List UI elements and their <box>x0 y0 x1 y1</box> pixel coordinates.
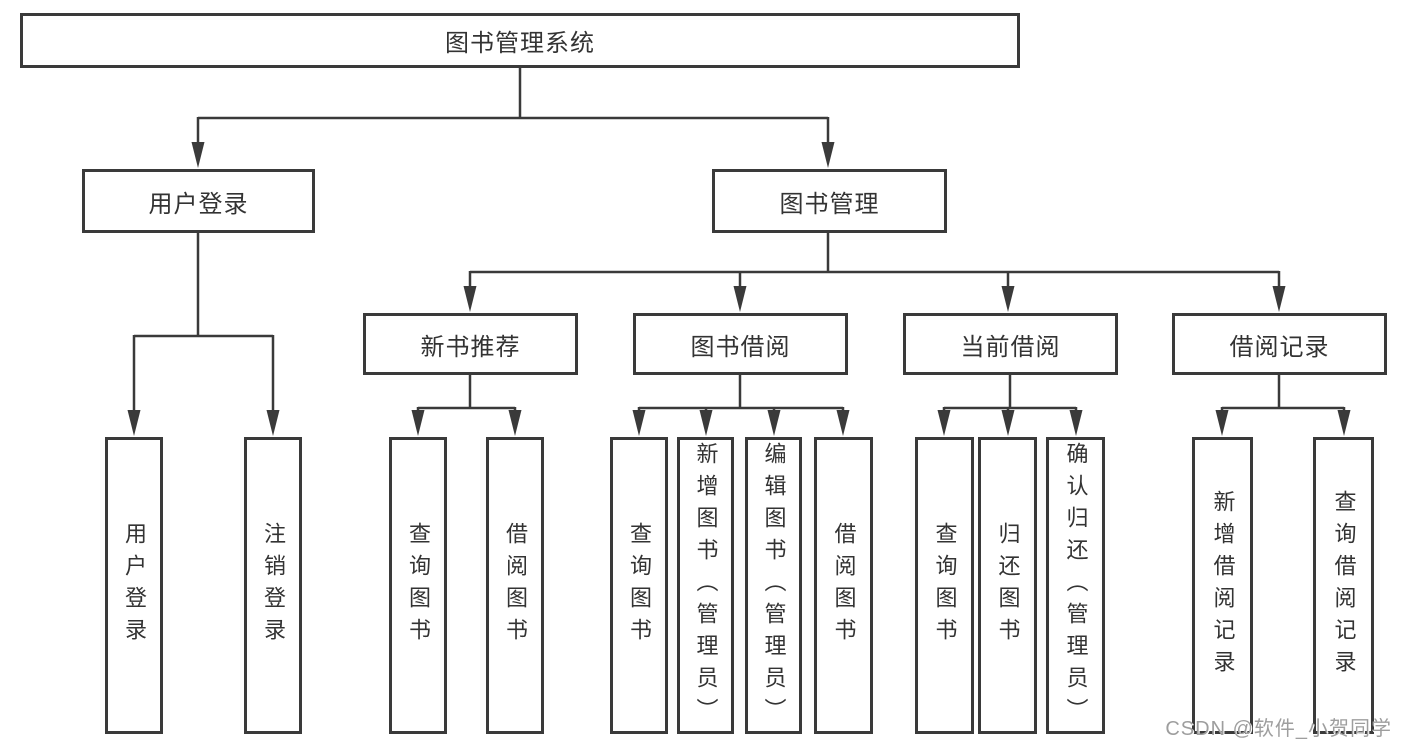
arrowhead-icon <box>733 286 747 312</box>
node-label: 编辑图书（管理员） <box>761 441 787 730</box>
node-return-book: 归还图书 <box>978 437 1037 734</box>
arrowhead-icon <box>508 410 522 436</box>
node-logout-action: 注销登录 <box>244 437 302 734</box>
arrowhead-icon <box>821 142 835 168</box>
arrowhead-icon <box>1215 410 1229 436</box>
arrowhead-icon <box>411 410 425 436</box>
node-label: 查询借阅记录 <box>1331 489 1357 682</box>
edge-root-to-level2 <box>196 68 830 152</box>
arrowhead-icon <box>632 410 646 436</box>
node-user-login: 用户登录 <box>82 169 315 233</box>
arrowhead-icon <box>1337 410 1351 436</box>
node-query-book-rec: 查询图书 <box>389 437 447 734</box>
arrowhead-icon <box>1001 286 1015 312</box>
arrowhead-icon <box>699 410 713 436</box>
node-query-book-borrow: 查询图书 <box>610 437 668 734</box>
node-confirm-return-admin: 确认归还（管理员） <box>1046 437 1105 734</box>
node-query-borrow-record: 查询借阅记录 <box>1313 437 1374 734</box>
arrowhead-icon <box>767 410 781 436</box>
edge-user-login-to-children <box>132 233 275 420</box>
node-borrow-book-rec: 借阅图书 <box>486 437 544 734</box>
node-label: 借阅图书 <box>503 521 528 650</box>
csdn-watermark: CSDN @软件_小贺同学 <box>1165 718 1392 740</box>
node-borrow-book-action: 借阅图书 <box>814 437 873 734</box>
node-user-login-action: 用户登录 <box>105 437 163 734</box>
node-label: 归还图书 <box>995 521 1021 650</box>
arrowhead-icon <box>127 410 141 436</box>
node-label: 查询图书 <box>932 521 958 650</box>
node-library-system: 图书管理系统 <box>20 13 1020 68</box>
arrowhead-icon <box>836 410 850 436</box>
edge-new-book-rec-to-children <box>416 375 517 420</box>
node-book-management: 图书管理 <box>712 169 947 233</box>
node-book-borrowing: 图书借阅 <box>633 313 848 375</box>
node-edit-book-admin: 编辑图书（管理员） <box>745 437 802 734</box>
node-label: 注销登录 <box>261 521 286 650</box>
arrowhead-icon <box>937 410 951 436</box>
node-label: 查询图书 <box>627 521 652 650</box>
arrowhead-icon <box>266 410 280 436</box>
arrowhead-icon <box>1272 286 1286 312</box>
node-label: 用户登录 <box>122 521 147 650</box>
node-add-borrow-record: 新增借阅记录 <box>1192 437 1253 734</box>
node-borrowing-records: 借阅记录 <box>1172 313 1387 375</box>
node-label: 新增借阅记录 <box>1210 489 1236 682</box>
node-add-book-admin: 新增图书（管理员） <box>677 437 734 734</box>
node-label: 查询图书 <box>406 521 431 650</box>
node-label: 借阅图书 <box>831 521 857 650</box>
arrowhead-icon <box>1001 410 1015 436</box>
node-new-book-recommendation: 新书推荐 <box>363 313 578 375</box>
edge-borrow-record-to-children <box>1220 375 1346 420</box>
node-query-book-current: 查询图书 <box>915 437 974 734</box>
node-label: 新增图书（管理员） <box>693 441 719 730</box>
edge-book-mgmt-to-level3 <box>468 233 1281 296</box>
node-current-borrowing: 当前借阅 <box>903 313 1118 375</box>
node-label: 确认归还（管理员） <box>1063 441 1089 730</box>
edge-book-borrow-to-children <box>637 375 845 420</box>
arrowhead-icon <box>191 142 205 168</box>
arrowheads <box>127 142 1351 436</box>
arrowhead-icon <box>1069 410 1083 436</box>
arrowhead-icon <box>463 286 477 312</box>
